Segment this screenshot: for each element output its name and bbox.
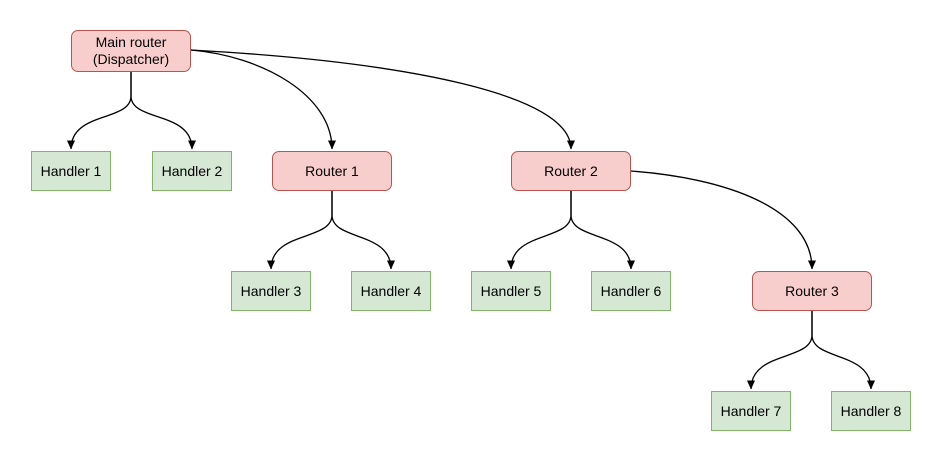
- node-router-1: Router 1: [272, 151, 392, 191]
- edge-main-to-handler1: [67, 72, 132, 150]
- node-label: Handler 3: [240, 282, 302, 299]
- edge-main-to-handler2: [130, 72, 196, 150]
- edge-main-to-router2: [190, 49, 575, 150]
- node-label: Router 1: [305, 162, 359, 179]
- node-label: Handler 8: [840, 402, 902, 419]
- edge-router1-to-handler4: [331, 191, 395, 270]
- node-label-line1: Main router: [95, 34, 167, 50]
- node-label: Handler 5: [480, 282, 542, 299]
- node-router-2: Router 2: [511, 151, 631, 191]
- node-label: Handler 4: [360, 282, 422, 299]
- node-label: Router 3: [785, 282, 839, 299]
- node-main-router: Main router (Dispatcher): [71, 30, 191, 72]
- node-label: Handler 6: [600, 282, 662, 299]
- node-handler-7: Handler 7: [711, 391, 791, 431]
- node-handler-1: Handler 1: [31, 151, 111, 191]
- edge-router3-to-handler8: [811, 311, 875, 390]
- edge-router2-to-router3: [630, 170, 816, 270]
- node-handler-8: Handler 8: [831, 391, 911, 431]
- edge-router3-to-handler7: [747, 311, 813, 390]
- node-router-3: Router 3: [752, 271, 872, 311]
- node-handler-6: Handler 6: [591, 271, 671, 311]
- node-label: Handler 2: [161, 162, 223, 179]
- edge-router2-to-handler5: [507, 191, 572, 270]
- node-label-line2: (Dispatcher): [92, 51, 170, 67]
- node-handler-4: Handler 4: [351, 271, 431, 311]
- node-label: Handler 1: [40, 162, 102, 179]
- edge-main-to-router1: [190, 49, 336, 150]
- node-handler-5: Handler 5: [471, 271, 551, 311]
- node-handler-3: Handler 3: [231, 271, 311, 311]
- node-label: Router 2: [544, 162, 598, 179]
- edge-router2-to-handler6: [570, 191, 635, 270]
- node-handler-2: Handler 2: [152, 151, 232, 191]
- node-label: Handler 7: [720, 402, 782, 419]
- edge-router1-to-handler3: [267, 191, 333, 270]
